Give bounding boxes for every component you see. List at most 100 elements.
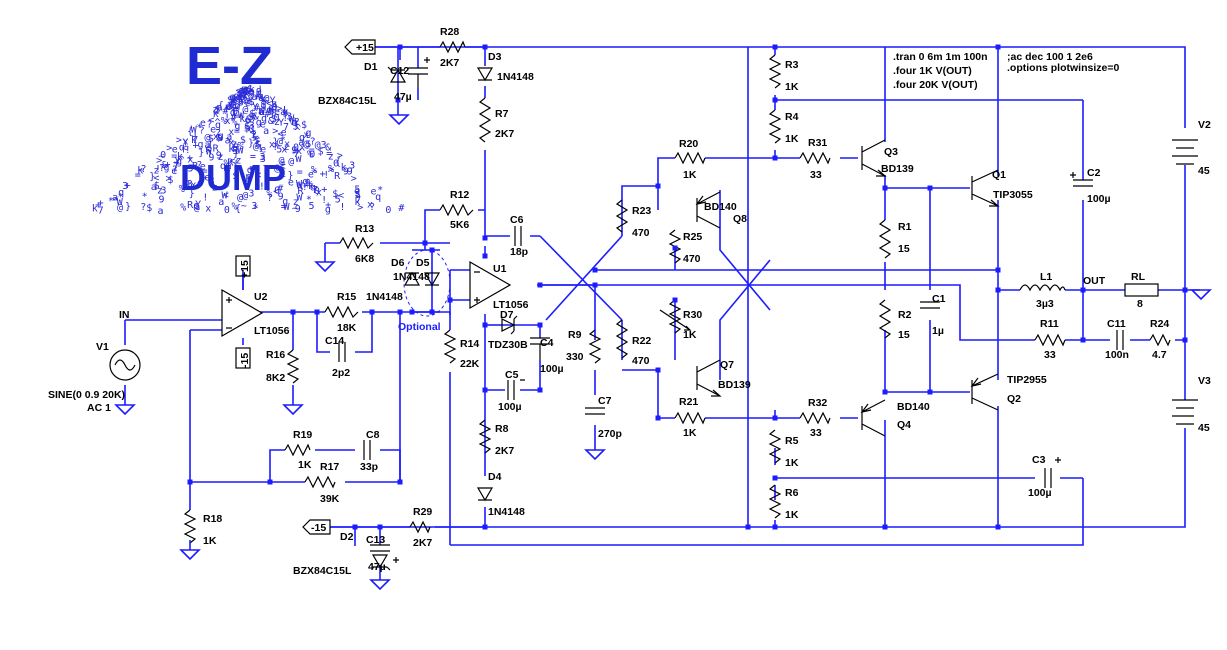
logo-noise-glyph: W: [206, 147, 213, 158]
c2-name: C2: [1087, 167, 1101, 179]
junction-dot: [772, 524, 778, 530]
logo-noise-glyph: a: [151, 182, 157, 193]
logo-noise-glyph: >: [156, 156, 162, 167]
logo-noise-glyph: }: [269, 108, 275, 119]
c6-name: C6: [510, 214, 524, 226]
opamp-u2: [221, 288, 264, 338]
d3-name: D3: [488, 51, 502, 63]
logo-noise-glyph: !: [340, 202, 346, 213]
logo-noise-glyph: 5: [309, 201, 315, 212]
logo-noise-glyph: @: [263, 93, 269, 104]
logo-noise-glyph: q: [291, 118, 297, 129]
logo-noise-glyph: *: [253, 204, 259, 215]
logo-noise-glyph: ^: [295, 127, 301, 138]
logo-noise-glyph: a: [158, 206, 164, 217]
r9-name: R9: [568, 329, 582, 341]
logo-noise-glyph: 0: [272, 102, 278, 113]
logo-noise-glyph: k: [239, 114, 245, 125]
logo-noise-glyph: $: [244, 124, 250, 135]
q1-name: Q1: [992, 169, 1006, 181]
diode-d5: [423, 272, 441, 287]
junction-dot: [429, 309, 435, 315]
r14-value: 22K: [460, 358, 480, 370]
logo-noise-glyph: !: [224, 113, 230, 124]
logo-noise-glyph: }: [189, 189, 195, 200]
logo-noise-glyph: 3: [122, 181, 128, 192]
junction-dot: [592, 282, 598, 288]
q2-name: Q2: [1007, 393, 1021, 405]
r12-name: R12: [450, 189, 469, 201]
logo-noise-glyph: 7: [192, 135, 198, 146]
logo-noise-glyph: #: [237, 89, 243, 100]
junction-dot: [187, 479, 193, 485]
logo-noise-glyph: 3: [209, 176, 215, 187]
l1-name: L1: [1040, 271, 1052, 283]
logo-noise-glyph: &: [258, 107, 264, 118]
logo-noise-glyph: $: [247, 84, 253, 95]
logo-noise-glyph: $: [215, 133, 221, 144]
logo-noise-glyph: x: [187, 154, 193, 165]
logo-noise-glyph: *: [306, 195, 312, 206]
r15-name: R15: [337, 291, 356, 303]
source-v1: [109, 349, 141, 381]
logo-noise-glyph: 3: [249, 121, 255, 132]
logo-noise-glyph: q: [375, 192, 381, 203]
logo-noise-glyph: 0: [274, 185, 280, 196]
resistor-r2: [878, 299, 892, 339]
rl-value: 8: [1137, 298, 1143, 310]
logo-noise-glyph: z: [274, 117, 280, 128]
logo-noise-glyph: @: [194, 203, 200, 214]
logo-noise-glyph: >: [276, 104, 282, 115]
logo-noise-glyph: g: [247, 165, 253, 176]
logo-noise-glyph: a: [226, 132, 232, 143]
logo-noise-glyph: 5: [269, 106, 275, 117]
r22-name: R22: [632, 335, 651, 347]
logo-noise-glyph: ?: [236, 91, 242, 102]
logo-noise-glyph: %: [307, 178, 313, 189]
logo-noise-glyph: &: [245, 114, 251, 125]
logo-noise-glyph: =: [292, 146, 298, 157]
logo-noise-glyph: @: [204, 132, 210, 143]
r24-value: 4.7: [1152, 349, 1167, 361]
transistor-q7: [696, 359, 722, 397]
logo-noise-glyph: !: [207, 141, 213, 152]
junction-dot: [482, 524, 488, 530]
wires: [124, 46, 1200, 580]
resistor-r22: [615, 319, 629, 359]
logo-noise-glyph: g: [164, 162, 170, 173]
logo-noise-glyph: *: [142, 192, 148, 203]
logo-noise-glyph: x: [205, 203, 211, 214]
logo-noise-glyph: &: [325, 142, 331, 153]
logo-noise-glyph: ^: [254, 135, 260, 146]
logo-noise-glyph: !: [259, 182, 265, 193]
logo-noise-glyph: g: [256, 118, 262, 129]
transistor-q8: [695, 191, 721, 229]
inductor-l1: [1019, 284, 1066, 292]
logo-noise-glyph: =: [234, 111, 240, 122]
junction-dot: [655, 183, 661, 189]
d7-part: TDZ30B: [488, 339, 528, 351]
diode-d7: [501, 315, 518, 335]
logo-noise-glyph: @: [242, 191, 248, 202]
logo-noise-glyph: >: [166, 173, 172, 184]
u2-pos-rail-label: +15: [239, 260, 251, 278]
logo-noise-glyph: ^: [205, 149, 211, 160]
logo-noise-glyph: =: [191, 161, 197, 172]
logo-noise-glyph: e: [288, 178, 294, 189]
logo-noise-glyph: >: [357, 202, 363, 213]
logo-noise-glyph: ?: [251, 130, 257, 141]
capacitor-c3: [1044, 457, 1061, 488]
logo-noise-glyph: 3: [271, 103, 277, 114]
logo-noise-glyph: 3: [321, 140, 327, 151]
logo-noise-glyph: k: [245, 173, 251, 184]
logo-noise-glyph: k: [177, 152, 183, 163]
junction-dot: [537, 387, 543, 393]
q4-part: BD140: [897, 401, 930, 413]
logo-noise-glyph: %: [232, 118, 238, 129]
logo-noise-glyph: *: [108, 196, 114, 207]
logo-noise-glyph: e: [193, 201, 199, 212]
logo-noise-glyph: e: [197, 178, 203, 189]
r30-name: R30: [683, 309, 702, 321]
logo-noise-glyph: g: [306, 128, 312, 139]
logo-noise-glyph: <: [182, 143, 188, 154]
